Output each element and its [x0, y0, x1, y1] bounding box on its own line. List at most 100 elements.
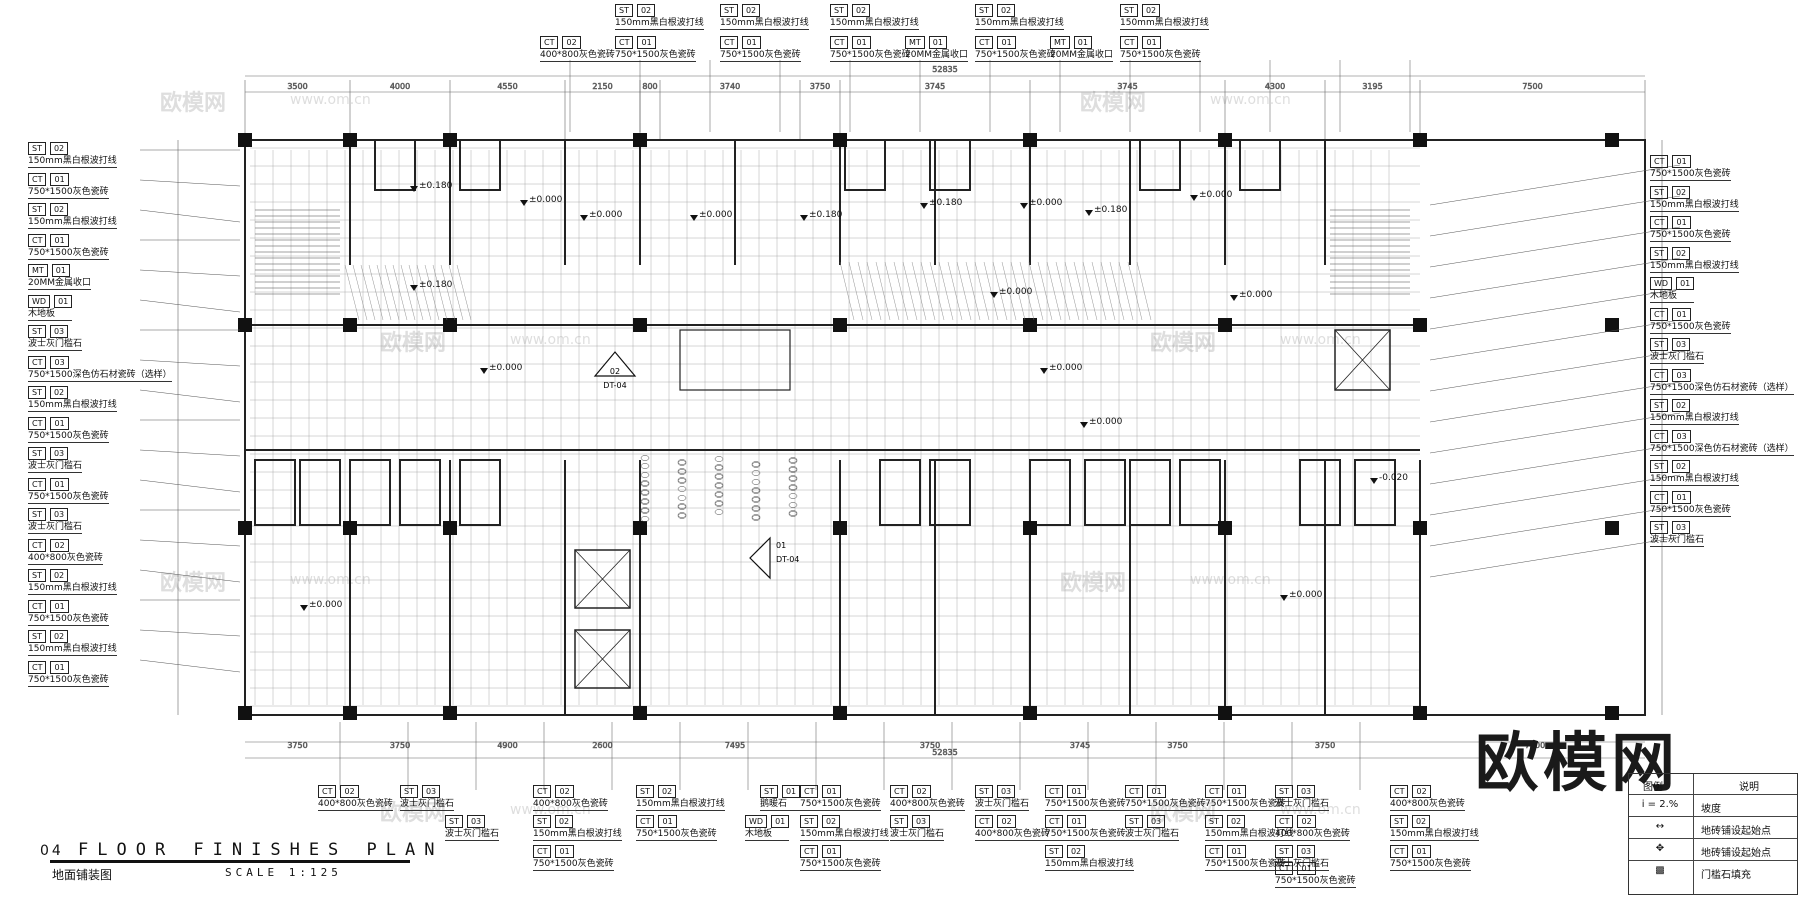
- tag-description: 150mm黑白根波打线: [830, 18, 919, 30]
- tag-number: 02: [912, 785, 931, 798]
- hatch-line: [992, 261, 1008, 321]
- watermark-url: www.om.cn: [1210, 92, 1291, 108]
- elevation-label: ±0.000: [1289, 590, 1323, 600]
- tag-number: 03: [49, 325, 69, 338]
- tag-number: 01: [1073, 36, 1092, 49]
- tag-description: 波士灰门槛石: [1275, 799, 1330, 811]
- tag-code: ST: [975, 785, 993, 798]
- hatch-line: [360, 264, 376, 321]
- hatch-line: [884, 261, 900, 321]
- legend-row-desc: 门槛石填充: [1701, 870, 1751, 881]
- tag-code: WD: [28, 294, 51, 308]
- tag-description: 750*1500灰色瓷砖: [28, 247, 109, 260]
- tag-number: 03: [1296, 845, 1316, 858]
- tag-number: 03: [1672, 368, 1691, 382]
- tag-number: 01: [1147, 785, 1166, 798]
- bathroom-room: [929, 459, 971, 526]
- tag-code: CT: [28, 416, 47, 430]
- tag-number: 01: [1067, 785, 1086, 798]
- tag-code: CT: [830, 36, 849, 49]
- column: [1218, 318, 1232, 332]
- hatch-line: [866, 261, 882, 321]
- top-dimension-label: 3500: [287, 82, 307, 91]
- tag-number: 03: [1296, 785, 1316, 798]
- hatch-line: [875, 261, 891, 321]
- tag-code: WD: [745, 815, 768, 828]
- tag-description: 750*1500灰色瓷砖: [830, 50, 911, 62]
- pebble: [714, 509, 724, 515]
- tag-number: 01: [50, 416, 69, 430]
- elevation-marker: [520, 200, 528, 206]
- tag-description: 750*1500灰色瓷砖: [28, 430, 109, 443]
- elevation-label: ±0.000: [999, 287, 1033, 297]
- top-dimension-label: 4000: [390, 82, 410, 91]
- threshold-hatch-icon: ▩: [1655, 865, 1665, 876]
- tag-number: 02: [996, 4, 1016, 17]
- pebble: [640, 472, 650, 478]
- elevation-marker: [1080, 422, 1088, 428]
- tag-number: 01: [637, 36, 656, 49]
- elevation-label: ±0.180: [809, 210, 843, 220]
- bottom-dimension-label: 7500: [1525, 741, 1545, 750]
- pebble: [714, 482, 724, 488]
- tag-number: 02: [49, 630, 69, 643]
- elevation-marker: [690, 215, 698, 221]
- leader-line: [139, 209, 241, 223]
- legend-row-desc: 坡度: [1701, 804, 1721, 815]
- hatch-line: [1109, 261, 1125, 321]
- legend-header-symbol: 图例: [1643, 782, 1663, 793]
- column: [238, 521, 252, 535]
- hatch-line: [456, 264, 472, 321]
- column: [1413, 521, 1427, 535]
- column: [443, 521, 457, 535]
- bathroom-room: [1239, 139, 1281, 191]
- column: [1218, 133, 1232, 147]
- tag-number: 01: [1676, 277, 1695, 290]
- pebble: [751, 505, 761, 511]
- tag-description: 750*1500灰色瓷砖: [1205, 859, 1286, 871]
- tile-start-cross-icon: ✥: [1655, 843, 1665, 854]
- bathroom-room: [254, 459, 296, 526]
- slope-symbol: i = 2.%: [1641, 799, 1679, 810]
- hatch-line: [1136, 261, 1152, 321]
- tag-description: 400*800灰色瓷砖: [28, 552, 103, 565]
- pebble: [677, 503, 687, 509]
- leader-line: [1429, 536, 1681, 578]
- tag-description: 750*1500灰色瓷砖: [1275, 876, 1356, 888]
- tag-number: 01: [1672, 216, 1691, 229]
- overall-dimension-label: 52835: [932, 65, 957, 74]
- stone-hatch-area: [839, 261, 1152, 321]
- tag-number: 01: [1297, 862, 1316, 875]
- top-dimension-label: 4550: [497, 82, 517, 91]
- tag-code: CT: [1650, 307, 1669, 321]
- tag-description: 150mm黑白根波打线: [1045, 859, 1134, 871]
- column: [343, 318, 357, 332]
- hatch-line: [857, 261, 873, 321]
- elevator-cross: [574, 549, 631, 609]
- tag-number: 03: [1671, 338, 1691, 351]
- tag-number: 01: [928, 36, 947, 49]
- bathroom-room: [879, 459, 921, 526]
- section-mark-sheet: DT-04: [603, 381, 626, 390]
- tag-number: 03: [49, 447, 69, 460]
- tag-description: 750*1500灰色瓷砖: [1120, 50, 1201, 62]
- elevation-marker: [1020, 203, 1028, 209]
- tag-code: ST: [28, 325, 46, 338]
- hatch-line: [1100, 261, 1116, 321]
